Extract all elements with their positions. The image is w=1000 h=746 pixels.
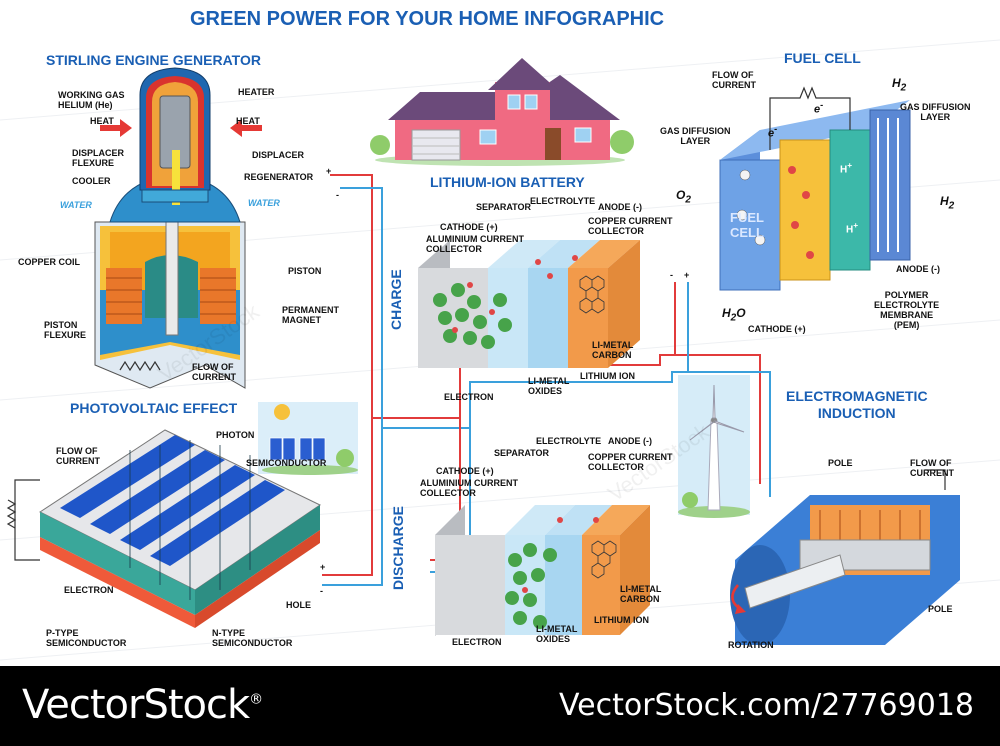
hydrogen-ion-2: H+ [846, 220, 859, 236]
stirling-engine-illustration [94, 67, 262, 389]
charge-separator-label: SEPARATOR [476, 202, 532, 212]
battery-charge-illustration [418, 240, 640, 368]
generator-illustration [730, 469, 960, 645]
wind-turbine-illustration [678, 375, 750, 518]
discharge-anode-label: ANODE (-) [608, 436, 652, 446]
o2-label: O2 [676, 188, 691, 206]
piston-label: PISTON [288, 266, 322, 276]
charge-anode-label: ANODE (-) [598, 202, 642, 212]
fuel-anode-label: ANODE (-) [896, 264, 940, 274]
discharge-electrolyte-label: ELECTROLYTE [536, 436, 602, 446]
photovoltaic-cell-illustration [6, 429, 321, 628]
h2-right-label: H2 [940, 194, 955, 212]
charge-electron-label: ELECTRON [444, 392, 494, 402]
battery-discharge-illustration [435, 505, 650, 636]
h2o-label: H2O [722, 306, 746, 324]
heat-left-label: HEAT [90, 116, 114, 126]
water-right-label: WATER [248, 198, 280, 208]
electron-symbol-2: e- [768, 124, 778, 140]
fuel-cell-heading: FUEL CELL [784, 50, 861, 66]
h2-top-label: H2 [892, 76, 907, 94]
charge-cathode-label: CATHODE (+) [440, 222, 498, 232]
pv-hole-label: HOLE [286, 600, 312, 610]
diagram-artwork [0, 39, 1000, 661]
discharge-lithium-ion-label: LITHIUM ION [594, 615, 649, 625]
wire-minus-sign-1: - [336, 190, 339, 200]
pv-semiconductor-label: SEMICONDUCTOR [246, 458, 327, 468]
discharge-label: DISCHARGE [390, 505, 406, 590]
cooler-label: COOLER [72, 176, 111, 186]
photon-label: PHOTON [216, 430, 255, 440]
wire-plus-sign-3: + [684, 270, 690, 280]
discharge-electron-label: ELECTRON [452, 637, 502, 647]
discharge-cathode-label: CATHODE (+) [436, 466, 494, 476]
footer-brand-logo: VectorStock® [22, 682, 263, 728]
stirling-heading: STIRLING ENGINE GENERATOR [46, 52, 261, 68]
pole-top-label: POLE [828, 458, 853, 468]
heater-label: HEATER [238, 87, 275, 97]
charge-lithium-ion-label: LITHIUM ION [580, 371, 635, 381]
pole-bottom-label: POLE [928, 604, 953, 614]
footer-bar: VectorStock® VectorStock.com/27769018 [0, 666, 1000, 746]
heat-right-label: HEAT [236, 116, 260, 126]
wire-plus-sign-1: + [326, 166, 332, 176]
rotation-label: ROTATION [728, 640, 774, 650]
solar-panel-illustration [258, 402, 358, 475]
electron-symbol-1: e- [814, 100, 824, 116]
photovoltaic-heading: PHOTOVOLTAIC EFFECT [70, 400, 238, 416]
house-illustration [370, 58, 634, 166]
wire-minus-sign-2: - [320, 586, 323, 596]
hydrogen-ion-1: H+ [840, 160, 853, 176]
battery-heading: LITHIUM-ION BATTERY [430, 174, 585, 190]
pv-electron-label: ELECTRON [64, 585, 114, 595]
charge-label: CHARGE [388, 269, 404, 330]
copper-coil-label: COPPER COIL [18, 257, 81, 267]
fuel-cathode-label: CATHODE (+) [748, 324, 806, 334]
wire-minus-sign-3: - [670, 270, 673, 280]
water-left-label: WATER [60, 200, 92, 210]
fuel-cell-illustration [719, 86, 911, 291]
wire-plus-sign-2: + [320, 562, 326, 572]
displacer-label: DISPLACER [252, 150, 305, 160]
discharge-separator-label: SEPARATOR [494, 448, 550, 458]
charge-electrolyte-label: ELECTROLYTE [530, 196, 596, 206]
regenerator-label: REGENERATOR [244, 172, 314, 182]
footer-image-id: VectorStock.com/27769018 [558, 688, 974, 723]
page-title: GREEN POWER FOR YOUR HOME INFOGRAPHIC [190, 8, 665, 30]
